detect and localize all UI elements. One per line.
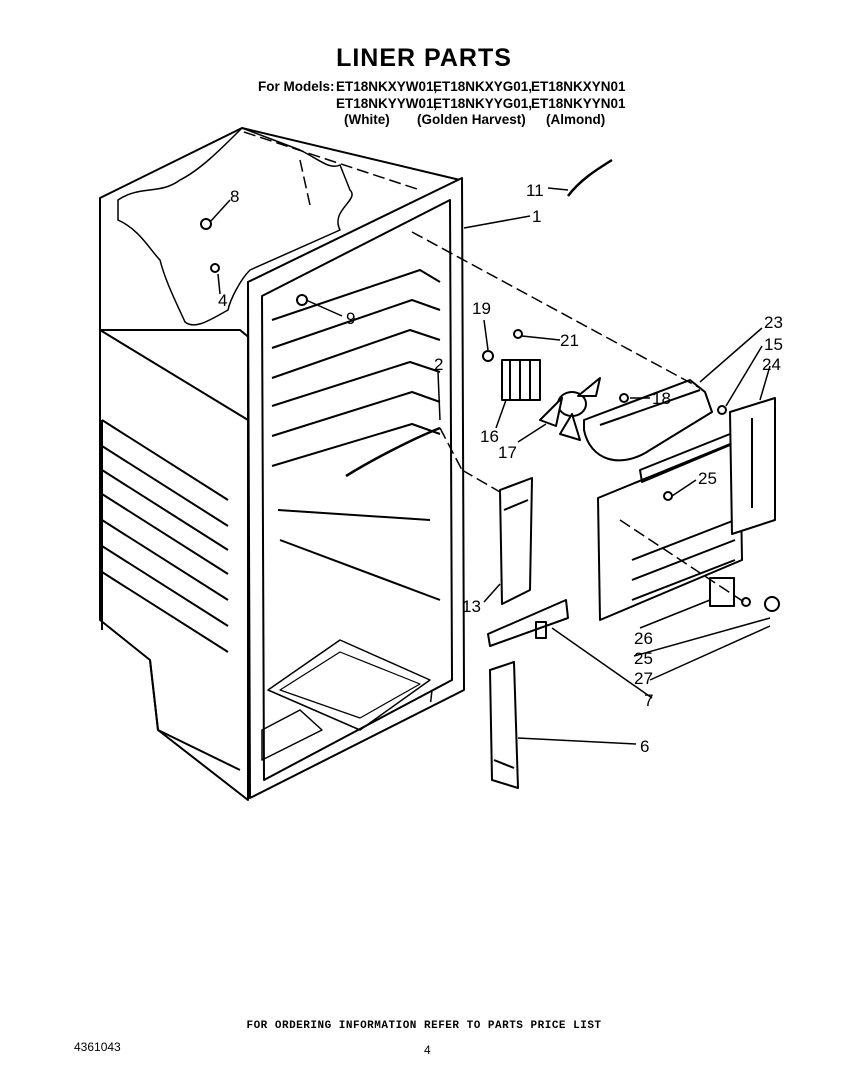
lower-duct bbox=[489, 661, 519, 789]
model-number: ET18NKXYG01, bbox=[433, 79, 533, 94]
color-almond: (Almond) bbox=[546, 112, 606, 127]
callout-19: 19 bbox=[472, 299, 491, 318]
callout-24: 24 bbox=[762, 355, 781, 374]
callout-1: 1 bbox=[532, 207, 541, 226]
callout-13: 13 bbox=[462, 597, 481, 616]
liner-cabinet bbox=[99, 127, 463, 801]
air-duct bbox=[499, 477, 533, 605]
color-white: (White) bbox=[344, 112, 390, 127]
heater-wire bbox=[345, 426, 441, 478]
callout-7: 7 bbox=[644, 691, 653, 710]
model-number: ET18NKYYW01, bbox=[336, 96, 438, 111]
page-number: 4 bbox=[424, 1043, 431, 1057]
document-number: 4361043 bbox=[74, 1040, 121, 1054]
callout-26: 26 bbox=[634, 629, 653, 648]
callout-27: 27 bbox=[634, 669, 653, 688]
callout-15: 15 bbox=[764, 335, 783, 354]
callout-25: 25 bbox=[698, 469, 717, 488]
callout-11: 11 bbox=[526, 181, 544, 200]
callout-23: 23 bbox=[764, 313, 783, 332]
color-golden-harvest: (Golden Harvest) bbox=[417, 112, 526, 127]
model-number: ET18NKYYG01, bbox=[433, 96, 533, 111]
fan-motor bbox=[501, 359, 541, 401]
callout-9: 9 bbox=[346, 309, 355, 328]
liner-front-frame bbox=[247, 177, 465, 799]
callout-16: 16 bbox=[480, 427, 499, 446]
callout-18: 18 bbox=[652, 389, 671, 408]
fan-shroud bbox=[583, 379, 713, 462]
model-row-1: For Models:ET18NKXYW01,ET18NKXYG01,ET18N… bbox=[258, 78, 626, 95]
evaporator-cover bbox=[597, 429, 743, 621]
fan-blade bbox=[539, 377, 601, 441]
screw bbox=[200, 218, 780, 612]
models-label: For Models: bbox=[258, 79, 335, 94]
wire-harness bbox=[567, 158, 613, 197]
model-row-2: ET18NKYYW01,ET18NKYYG01,ET18NKYYN01 bbox=[258, 95, 626, 112]
assembly-lines bbox=[243, 131, 745, 709]
callout-17: 17 bbox=[498, 443, 517, 462]
leader-lines bbox=[209, 187, 771, 745]
callout-4: 4 bbox=[218, 291, 227, 310]
callout-25: 25 bbox=[634, 649, 653, 668]
page-title: LINER PARTS bbox=[336, 44, 512, 72]
callout-21: 21 bbox=[560, 331, 579, 350]
duct-cover bbox=[487, 599, 569, 647]
ordering-note: FOR ORDERING INFORMATION REFER TO PARTS … bbox=[246, 1020, 602, 1032]
callout-8: 8 bbox=[230, 187, 239, 206]
model-list: For Models:ET18NKXYW01,ET18NKXYG01,ET18N… bbox=[258, 78, 626, 112]
callout-2: 2 bbox=[434, 355, 443, 374]
rear-panel bbox=[729, 397, 776, 535]
model-number: ET18NKXYN01 bbox=[531, 79, 626, 94]
model-number: ET18NKYYN01 bbox=[531, 96, 626, 111]
model-number: ET18NKXYW01, bbox=[336, 79, 438, 94]
callout-6: 6 bbox=[640, 737, 649, 756]
